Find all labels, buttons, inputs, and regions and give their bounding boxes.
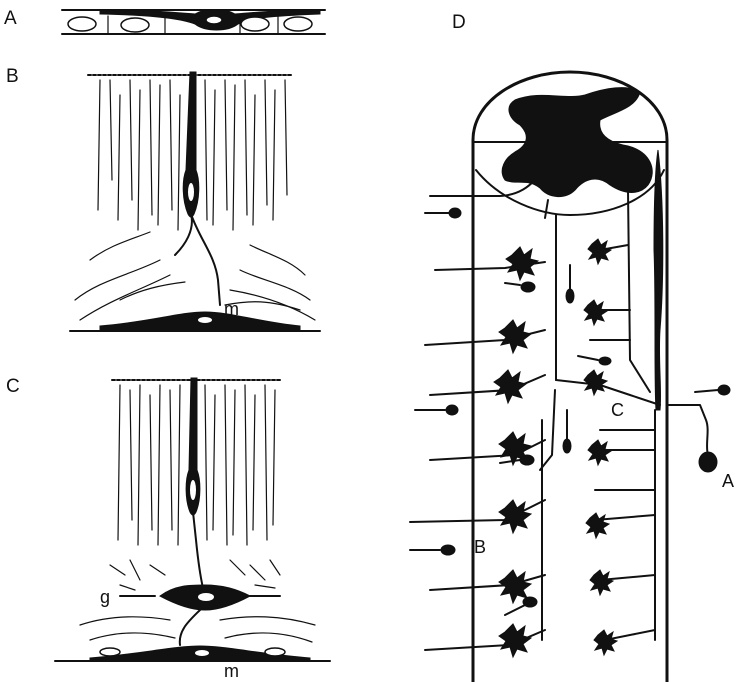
panel-c: C xyxy=(6,376,330,681)
panel-b-label-m: m xyxy=(224,299,239,319)
panel-d-label-b: B xyxy=(474,537,486,557)
panel-c-label-g: g xyxy=(100,587,110,607)
panel-c-neuroepithelial-cell xyxy=(186,378,203,588)
panel-d-right-neurons xyxy=(584,239,655,655)
panel-c-glial-cell-g xyxy=(120,585,280,645)
panel-b: B xyxy=(6,66,320,331)
panel-c-basal-cell-m xyxy=(55,646,330,661)
panel-b-label: B xyxy=(6,66,19,87)
panel-b-lower-fibers xyxy=(75,232,315,320)
panel-d-label-a: A xyxy=(722,471,734,491)
panel-b-basal-cell-m xyxy=(70,312,320,331)
panel-d: D xyxy=(410,12,734,682)
panel-a-label: A xyxy=(4,8,17,29)
panel-c-label: C xyxy=(6,376,20,397)
panel-d-label-c: C xyxy=(611,400,624,420)
panel-c-lower-fibers xyxy=(80,617,315,642)
panel-c-label-m: m xyxy=(224,661,239,681)
panel-d-label: D xyxy=(452,12,466,33)
panel-a-cell-layer xyxy=(62,10,325,35)
panel-a: A xyxy=(4,8,325,34)
panel-d-ganglion-neuron xyxy=(667,405,717,472)
panel-d-commissural-neurons xyxy=(410,180,545,657)
